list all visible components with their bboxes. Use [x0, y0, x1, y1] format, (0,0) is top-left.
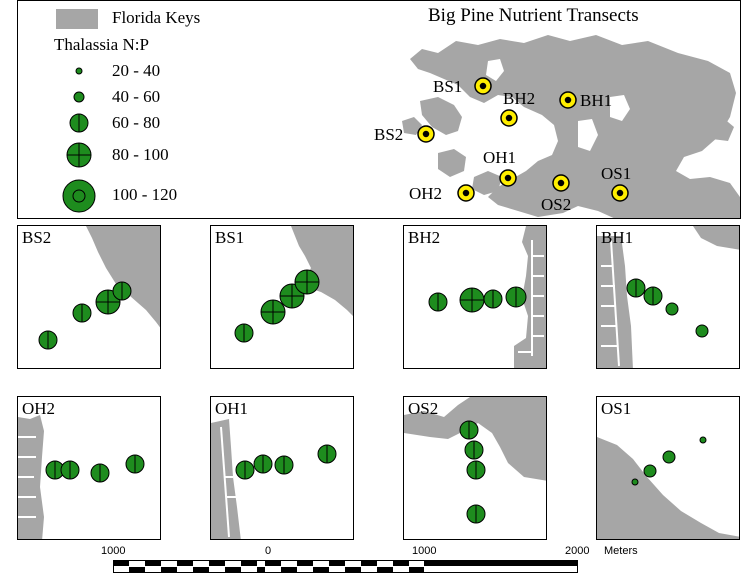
site-marker-oh1 [499, 169, 517, 187]
site-label-oh2: OH2 [409, 184, 443, 203]
legend-class-2: 40 - 60 [112, 87, 161, 106]
inset-bh2-map [428, 226, 546, 368]
inset-bh1-label: BH1 [601, 228, 634, 247]
marker-40-60 [662, 450, 676, 464]
marker-60-80 [626, 278, 646, 298]
site-marker-os1 [611, 184, 629, 202]
legend-class-1: 20 - 40 [112, 61, 161, 80]
marker-60-80 [90, 463, 110, 483]
inset-bh1-map [597, 226, 739, 368]
inset-os1-map [597, 436, 739, 539]
inset-bs1: BS1 [210, 225, 354, 369]
site-markers [417, 77, 629, 202]
marker-20-40 [699, 436, 707, 444]
site-label-bh1: BH1 [580, 91, 613, 110]
site-label-os2: OS2 [541, 195, 572, 214]
inset-oh1-map [211, 419, 337, 539]
legend-symbols [62, 67, 96, 213]
marker-60-80 [38, 330, 58, 350]
marker-60-80 [459, 420, 479, 440]
marker-60-80 [464, 440, 484, 460]
land-legend-swatch [56, 9, 98, 29]
inset-oh1: OH1 [210, 396, 354, 540]
legend-class-4: 80 - 100 [112, 145, 169, 164]
land-legend-label: Florida Keys [112, 8, 201, 27]
inset-oh1-label: OH1 [215, 399, 249, 418]
inset-bs2-map [38, 226, 160, 350]
legend-marker-40-60 [73, 91, 85, 103]
thalassia-legend-title: Thalassia N:P [54, 35, 149, 54]
overview-land [56, 9, 740, 218]
map-title: Big Pine Nutrient Transects [428, 5, 639, 26]
inset-bh2-label: BH2 [408, 228, 441, 247]
inset-bs1-label: BS1 [215, 228, 245, 247]
scale-units: Meters [604, 545, 638, 557]
marker-60-80 [428, 292, 448, 312]
marker-60-80 [235, 460, 255, 480]
scale-label-1000-left: 1000 [101, 545, 126, 557]
site-label-os1: OS1 [601, 164, 632, 183]
marker-60-80 [125, 454, 145, 474]
marker-40-60 [665, 302, 679, 316]
marker-60-80 [317, 444, 337, 464]
marker-20-40 [631, 478, 639, 486]
marker-40-60 [643, 464, 657, 478]
marker-60-80 [466, 504, 486, 524]
site-marker-bh1 [559, 91, 577, 109]
scale-label-2000: 2000 [565, 545, 590, 557]
inset-os2: OS2 [403, 396, 547, 540]
marker-60-80 [274, 455, 294, 475]
legend-marker-20-40 [75, 67, 83, 75]
marker-60-80 [643, 286, 663, 306]
marker-60-80 [234, 323, 254, 343]
marker-60-80 [112, 281, 132, 301]
inset-oh2: OH2 [17, 396, 161, 540]
marker-60-80 [483, 289, 503, 309]
inset-os2-map [404, 397, 546, 524]
scale-bar [113, 560, 578, 573]
marker-40-60 [695, 324, 709, 338]
inset-bh2: BH2 [403, 225, 547, 369]
marker-60-80 [60, 460, 80, 480]
marker-80-100 [294, 269, 320, 295]
site-marker-os2 [552, 174, 570, 192]
inset-os1: OS1 [596, 396, 740, 540]
inset-oh2-map [18, 415, 145, 539]
legend-marker-100-120 [62, 179, 96, 213]
site-label-bs1: BS1 [433, 77, 463, 96]
overview-map-panel: Florida Keys Thalassia N:P 20 - 40 40 - … [17, 0, 741, 219]
legend-class-5: 100 - 120 [112, 185, 178, 204]
site-label-bs2: BS2 [374, 125, 404, 144]
site-label-oh1: OH1 [483, 148, 517, 167]
marker-60-80 [253, 454, 273, 474]
inset-bs2: BS2 [17, 225, 161, 369]
scale-label-1000-right: 1000 [412, 545, 437, 557]
legend-class-3: 60 - 80 [112, 113, 161, 132]
inset-bs2-label: BS2 [22, 228, 52, 247]
marker-80-100 [260, 299, 286, 325]
site-label-bh2: BH2 [503, 89, 536, 108]
site-marker-oh2 [457, 184, 475, 202]
inset-bh1: BH1 [596, 225, 740, 369]
inset-os2-label: OS2 [408, 399, 439, 418]
marker-60-80 [72, 303, 92, 323]
marker-80-100 [459, 287, 485, 313]
legend-marker-80-100 [66, 142, 92, 168]
marker-60-80 [505, 286, 527, 308]
site-marker-bh2 [500, 109, 518, 127]
site-marker-bs2 [417, 125, 435, 143]
legend-marker-60-80 [69, 113, 89, 133]
scale-label-0: 0 [265, 545, 272, 557]
inset-os1-label: OS1 [601, 399, 632, 418]
marker-60-80 [466, 460, 486, 480]
inset-bs1-map [234, 226, 353, 343]
inset-oh2-label: OH2 [22, 399, 56, 418]
site-marker-bs1 [474, 77, 492, 95]
